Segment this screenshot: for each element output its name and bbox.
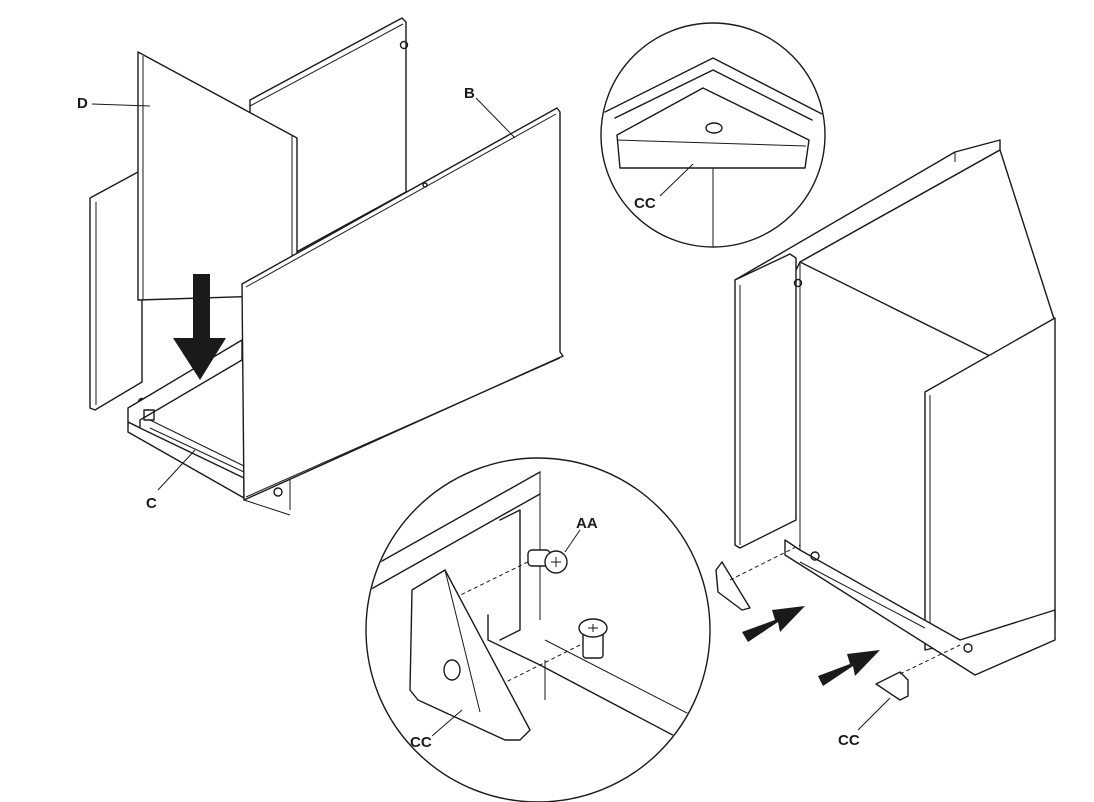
right-left-side-panel — [734, 253, 797, 549]
label-cc-bottom: CC — [410, 734, 432, 751]
push-arrow-icon — [742, 606, 805, 642]
corner-bracket-cc — [409, 569, 531, 741]
left-side-panel — [89, 171, 143, 411]
peg-icon — [399, 40, 409, 50]
peg-icon — [578, 618, 608, 659]
corner-bracket-cc — [616, 87, 810, 169]
right-front-panel — [924, 317, 1056, 651]
left-assembly — [89, 17, 564, 516]
right-assembly — [715, 139, 1056, 731]
label-d: D — [77, 95, 88, 112]
push-arrow-icon — [818, 650, 880, 686]
label-cc-top: CC — [634, 195, 656, 212]
right-bottom-panel — [784, 539, 1056, 676]
bottom-detail-circle — [365, 457, 711, 802]
label-c: C — [146, 495, 157, 512]
down-arrow-icon — [173, 274, 226, 380]
corner-bracket-cc — [875, 671, 909, 701]
label-b: B — [464, 85, 475, 102]
label-aa: AA — [576, 515, 598, 532]
peg-aa-icon — [527, 549, 568, 574]
corner-bracket-cc — [715, 561, 751, 611]
top-detail-circle — [600, 22, 826, 248]
label-cc-right: CC — [838, 732, 860, 749]
